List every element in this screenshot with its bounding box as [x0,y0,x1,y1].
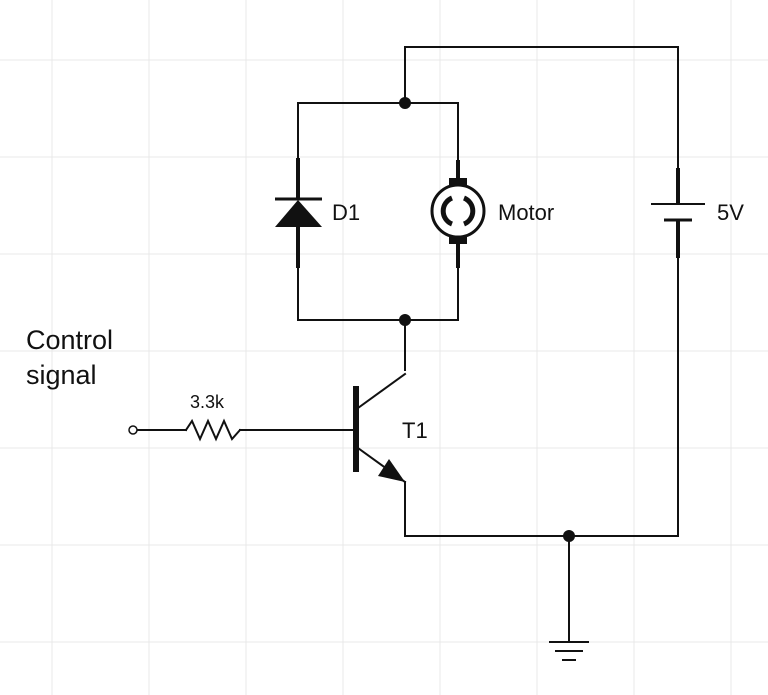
label-signal: signal [26,360,97,390]
return-wire [404,257,679,537]
battery-5v [651,168,705,258]
top-bus [297,102,459,161]
ground-symbol [549,641,589,661]
junction-bottom [399,314,411,326]
label-d1: D1 [332,200,360,225]
label-motor: Motor [498,200,554,225]
input-terminal [128,425,138,435]
bottom-bus [297,267,459,321]
junction-top [399,97,411,109]
label-5v: 5V [717,200,744,225]
motor [430,160,486,268]
supply-wire-top [404,46,679,169]
diode-d1 [275,158,322,268]
junction-ground [563,530,575,542]
resistor-3-3k [184,418,242,442]
wires [136,46,679,641]
label-control: Control [26,325,113,355]
transistor-t1 [353,372,407,484]
label-t1: T1 [402,418,428,443]
label-resistor: 3.3k [190,392,225,412]
